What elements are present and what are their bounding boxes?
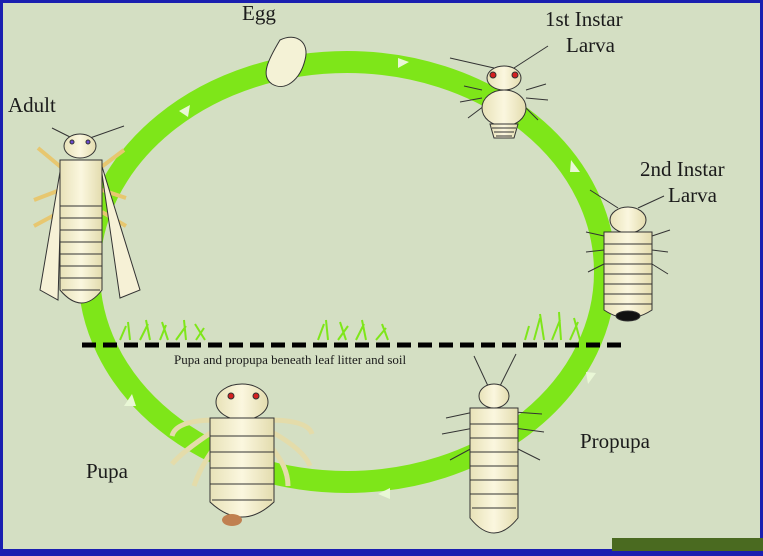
soil-caption: Pupa and propupa beneath leaf litter and… <box>174 349 406 371</box>
photo-corner <box>612 538 763 551</box>
propupa-label: Propupa <box>580 430 650 452</box>
adult-label: Adult <box>8 94 56 116</box>
first-instar-label-line1: 1st Instar <box>545 8 623 30</box>
egg-label: Egg <box>242 2 276 24</box>
first-instar-label-line2: Larva <box>566 34 615 56</box>
second-instar-label-line2: Larva <box>668 184 717 206</box>
pupa-label: Pupa <box>86 460 128 482</box>
second-instar-label-line1: 2nd Instar <box>640 158 725 180</box>
